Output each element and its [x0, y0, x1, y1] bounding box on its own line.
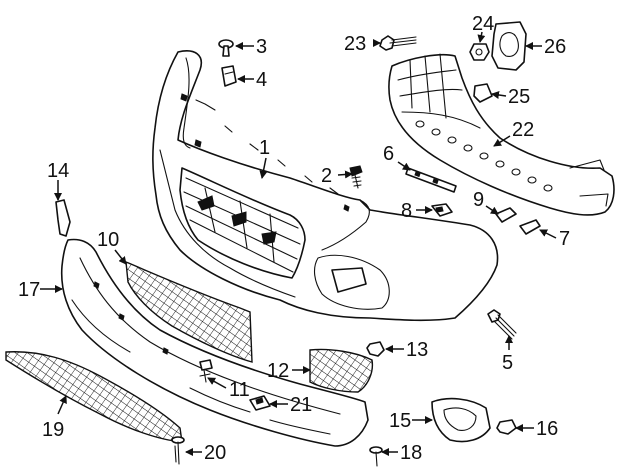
bumper-cover: [152, 50, 499, 322]
callout-11: 11: [229, 379, 250, 401]
leader-9: [485, 205, 499, 215]
part-7-bracket: [519, 219, 541, 235]
callout-21: 21: [290, 394, 312, 416]
leader-6: [397, 161, 411, 171]
part-5-stud: [487, 309, 517, 340]
part-17-valance: [60, 238, 369, 447]
leader-25: [491, 91, 507, 99]
leader-24: [477, 31, 486, 43]
callout-24: 24: [472, 13, 494, 35]
part-24-nut: [469, 43, 490, 61]
part-11-screw: [199, 359, 213, 383]
callout-10: 10: [97, 229, 119, 251]
part-25-clip: [473, 83, 493, 103]
leader-11: [207, 377, 227, 389]
callout-8: 8: [401, 200, 412, 222]
part-14-bracket: [55, 199, 71, 237]
leader-10: [114, 249, 127, 265]
callout-16: 16: [536, 418, 558, 440]
callout-22: 22: [512, 119, 534, 141]
part-20-pushpin: [171, 436, 185, 465]
callout-9: 9: [473, 189, 484, 211]
callout-15: 15: [389, 410, 411, 432]
bumper-reinforcement: [388, 53, 615, 216]
part-26-bracket: [491, 21, 527, 71]
leader-2: [337, 170, 353, 179]
callout-14: 14: [47, 160, 69, 182]
part-9-retainer: [495, 207, 517, 223]
part-10-grille: [125, 260, 253, 363]
leader-7: [539, 229, 557, 239]
leader-1: [259, 157, 268, 179]
leader-22: [493, 135, 511, 147]
part-21-clip: [249, 395, 271, 411]
callout-labels: 1 2 3 4 5 6 7 8 9 10 11 12 13 14 15 16 1…: [18, 13, 570, 464]
part-2-screw: [349, 165, 363, 189]
part-8-clip: [431, 203, 453, 217]
part-15-fog-bracket: [431, 397, 491, 443]
callout-20: 20: [204, 442, 226, 464]
callout-3: 3: [256, 36, 267, 58]
callout-23: 23: [344, 33, 366, 55]
part-16-nut: [496, 419, 517, 435]
callout-17: 17: [18, 279, 40, 301]
callout-6: 6: [383, 143, 394, 165]
part-12-fog-grille: [309, 348, 374, 393]
callout-26: 26: [544, 36, 566, 58]
callout-19: 19: [42, 419, 64, 441]
callout-1: 1: [259, 137, 270, 159]
callout-13: 13: [406, 339, 428, 361]
callout-12: 12: [267, 360, 289, 382]
leader-lines: [40, 31, 557, 456]
callout-18: 18: [400, 442, 422, 464]
callout-2: 2: [321, 165, 332, 187]
part-6-strip: [405, 167, 457, 193]
part-3-pushpin: [218, 39, 234, 57]
part-18-pushpin: [369, 446, 383, 467]
part-4-clip: [221, 65, 237, 87]
part-13-nut: [366, 341, 385, 357]
leader-19: [57, 395, 67, 415]
callout-4: 4: [256, 69, 267, 91]
callout-5: 5: [502, 352, 513, 374]
part-23-bolt: [379, 35, 417, 51]
callout-25: 25: [508, 86, 530, 108]
callout-7: 7: [559, 228, 570, 250]
